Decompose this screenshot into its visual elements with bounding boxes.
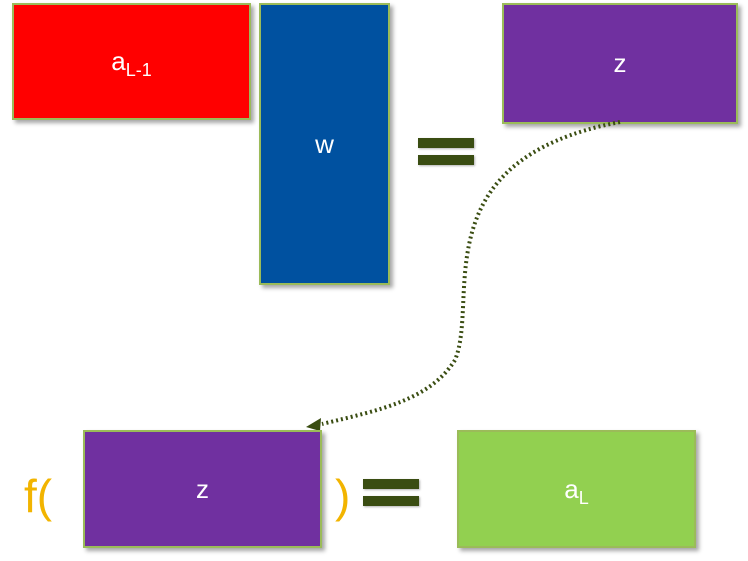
z-bottom-label: z <box>196 473 209 504</box>
activation-out-label: aL <box>564 473 589 508</box>
activation-prev-label: aL-1 <box>111 46 152 80</box>
activation-prev-box: aL-1 <box>12 3 251 120</box>
activation-out-box: aL <box>457 430 696 548</box>
z-bottom-box: z <box>83 430 322 548</box>
equals-sign-bottom <box>363 479 419 506</box>
weights-label: w <box>315 128 334 159</box>
weights-box: w <box>259 3 390 285</box>
z-top-label: z <box>613 48 627 78</box>
function-close-paren: ) <box>335 470 351 522</box>
function-open-paren: f( <box>24 470 53 522</box>
arrow-head <box>306 418 321 431</box>
equals-sign-top <box>418 138 474 165</box>
